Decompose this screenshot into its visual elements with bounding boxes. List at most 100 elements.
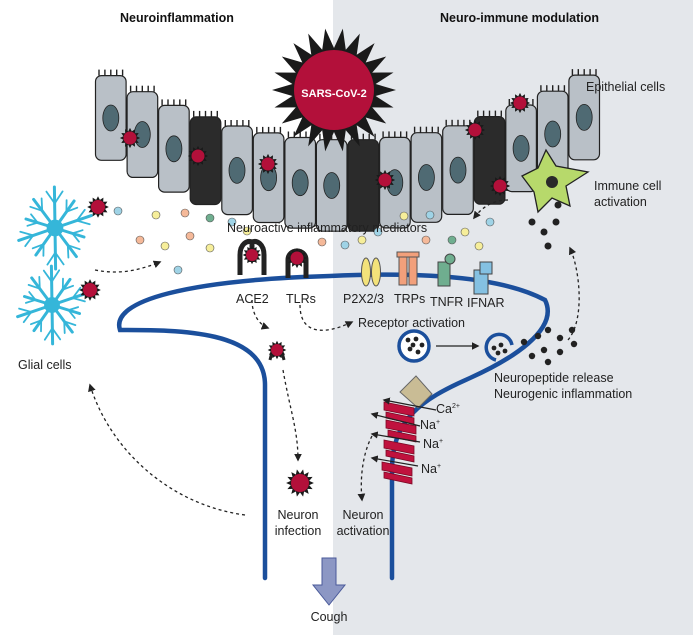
- vesicle-full: [397, 329, 431, 363]
- tnfr-receptor: [437, 253, 456, 287]
- mediator-dot: [421, 235, 431, 245]
- neuropeptide-vesicles: [397, 326, 578, 366]
- glial-cell-upper: [17, 185, 93, 271]
- epithelial-cell: [221, 120, 254, 216]
- neuropeptide-release-label: Neuropeptide release: [494, 371, 614, 385]
- p2x-receptor: [361, 257, 381, 287]
- epithelial-cell: [252, 126, 285, 224]
- epithelial-cell: [284, 131, 317, 229]
- tnfr-label: TNFR: [430, 295, 464, 309]
- sars-cov-2-main-virus: [272, 28, 396, 152]
- sodium-channel: [383, 439, 415, 463]
- mediator-dot: [205, 243, 215, 253]
- glial-cells-label: Glial cells: [18, 358, 72, 372]
- neuron-infection-label-2: infection: [274, 524, 322, 538]
- calcium-channel: [399, 375, 433, 409]
- ace2-label: ACE2: [236, 292, 269, 306]
- mediator-dot: [399, 211, 409, 221]
- mediator-dot: [485, 217, 495, 227]
- epithelial-cell: [158, 99, 190, 193]
- arrow-immune-to-mediators: [473, 199, 509, 220]
- mediator-dot: [373, 227, 383, 237]
- neuron-activation-label-1: Neuron: [342, 508, 384, 522]
- sodium-channel: [381, 461, 413, 485]
- neuropeptide-dot: [552, 218, 560, 226]
- glia-virus-upper: [87, 196, 109, 218]
- epithelial-virus: [119, 127, 141, 149]
- p2x-label: P2X2/3: [343, 292, 385, 306]
- ion-label-na-1: Na+: [420, 418, 441, 432]
- epithelial-virus: [509, 92, 531, 114]
- trp-channel: [396, 251, 420, 286]
- ion-channels: [370, 375, 437, 485]
- virus-particles: [79, 28, 531, 497]
- tlrs-label: TLRs: [286, 292, 316, 306]
- sars-cov-2-label: SARS-CoV-2: [301, 88, 367, 100]
- arrow-to-immune: [567, 246, 580, 341]
- neuropeptide-dot: [540, 228, 548, 236]
- ifnar-label: IFNAR: [467, 296, 505, 310]
- mediator-dot: [317, 237, 327, 247]
- mediator-dot: [357, 235, 367, 245]
- glial-cells-group: [16, 185, 93, 346]
- receptor-activation-label: Receptor activation: [358, 316, 466, 330]
- neuropeptide-dot: [554, 201, 562, 209]
- ion-label-na-3: Na+: [421, 462, 442, 476]
- mediator-dot: [340, 240, 350, 250]
- epithelial-virus: [257, 153, 279, 175]
- ace2-receptor: [237, 239, 267, 275]
- mediator-dot: [151, 210, 161, 220]
- mediator-dot: [173, 265, 183, 275]
- neuron-infection-virus: [286, 469, 314, 497]
- immune-cell-label-2: activation: [594, 195, 647, 209]
- epithelial-cell: [126, 85, 159, 178]
- mediators-label: Neuroactive inflammatory mediators: [227, 221, 428, 235]
- arrow-ace2-to-virus: [251, 299, 270, 330]
- mediator-dot: [205, 213, 215, 223]
- epithelial-virus: [374, 169, 396, 191]
- left-title: Neuroinflammation: [120, 11, 234, 25]
- mediator-dot: [135, 235, 145, 245]
- tlr-bound-virus: [286, 247, 308, 269]
- mediator-dot: [447, 235, 457, 245]
- epithelial-cell: [442, 119, 474, 216]
- cough-arrow: [311, 557, 347, 606]
- epithelial-cell: [410, 126, 443, 223]
- mediator-dot: [242, 226, 252, 236]
- sodium-channel: [385, 419, 417, 443]
- neuron-infection-label-1: Neuron: [277, 508, 319, 522]
- arrow-glia-to-mediators: [94, 260, 162, 273]
- glial-cell-lower: [16, 264, 88, 346]
- mediator-dot: [160, 241, 170, 251]
- mediator-dot: [460, 227, 470, 237]
- epithelial-virus: [489, 175, 511, 197]
- ion-label-na-2: Na+: [423, 437, 444, 451]
- epithelial-cells-label: Epithelial cells: [586, 80, 666, 94]
- sodium-channel: [383, 401, 415, 425]
- mediator-dot: [185, 231, 195, 241]
- cough-label: Cough: [310, 610, 348, 624]
- epithelial-layer: [94, 69, 601, 232]
- mediator-dot: [425, 210, 435, 220]
- arrow-receptor-to-channels: [357, 435, 373, 502]
- right-title: Neuro-immune modulation: [440, 11, 600, 25]
- mediator-dot: [113, 206, 123, 216]
- epithelial-cell: [568, 69, 601, 161]
- internalized-virus: [267, 340, 287, 360]
- epithelial-cell: [94, 69, 127, 161]
- mediator-dot: [180, 208, 190, 218]
- glia-virus-lower: [79, 279, 101, 301]
- vesicle-fusing: [484, 332, 514, 362]
- immune-cell-label-1: Immune cell: [594, 179, 662, 193]
- neuron-activation-label-2: activation: [336, 524, 390, 538]
- ifnar-receptor: [473, 261, 493, 295]
- mediator-dots: [113, 201, 562, 275]
- arrow-tlrs-to-receptor: [299, 304, 354, 331]
- arrow-virus-to-neuron-infection: [282, 369, 302, 462]
- trps-label: TRPs: [394, 292, 426, 306]
- ace2-bound-virus: [242, 245, 262, 265]
- mediator-dot: [227, 217, 237, 227]
- epithelial-cell: [347, 133, 380, 232]
- immune-cell: [521, 148, 590, 214]
